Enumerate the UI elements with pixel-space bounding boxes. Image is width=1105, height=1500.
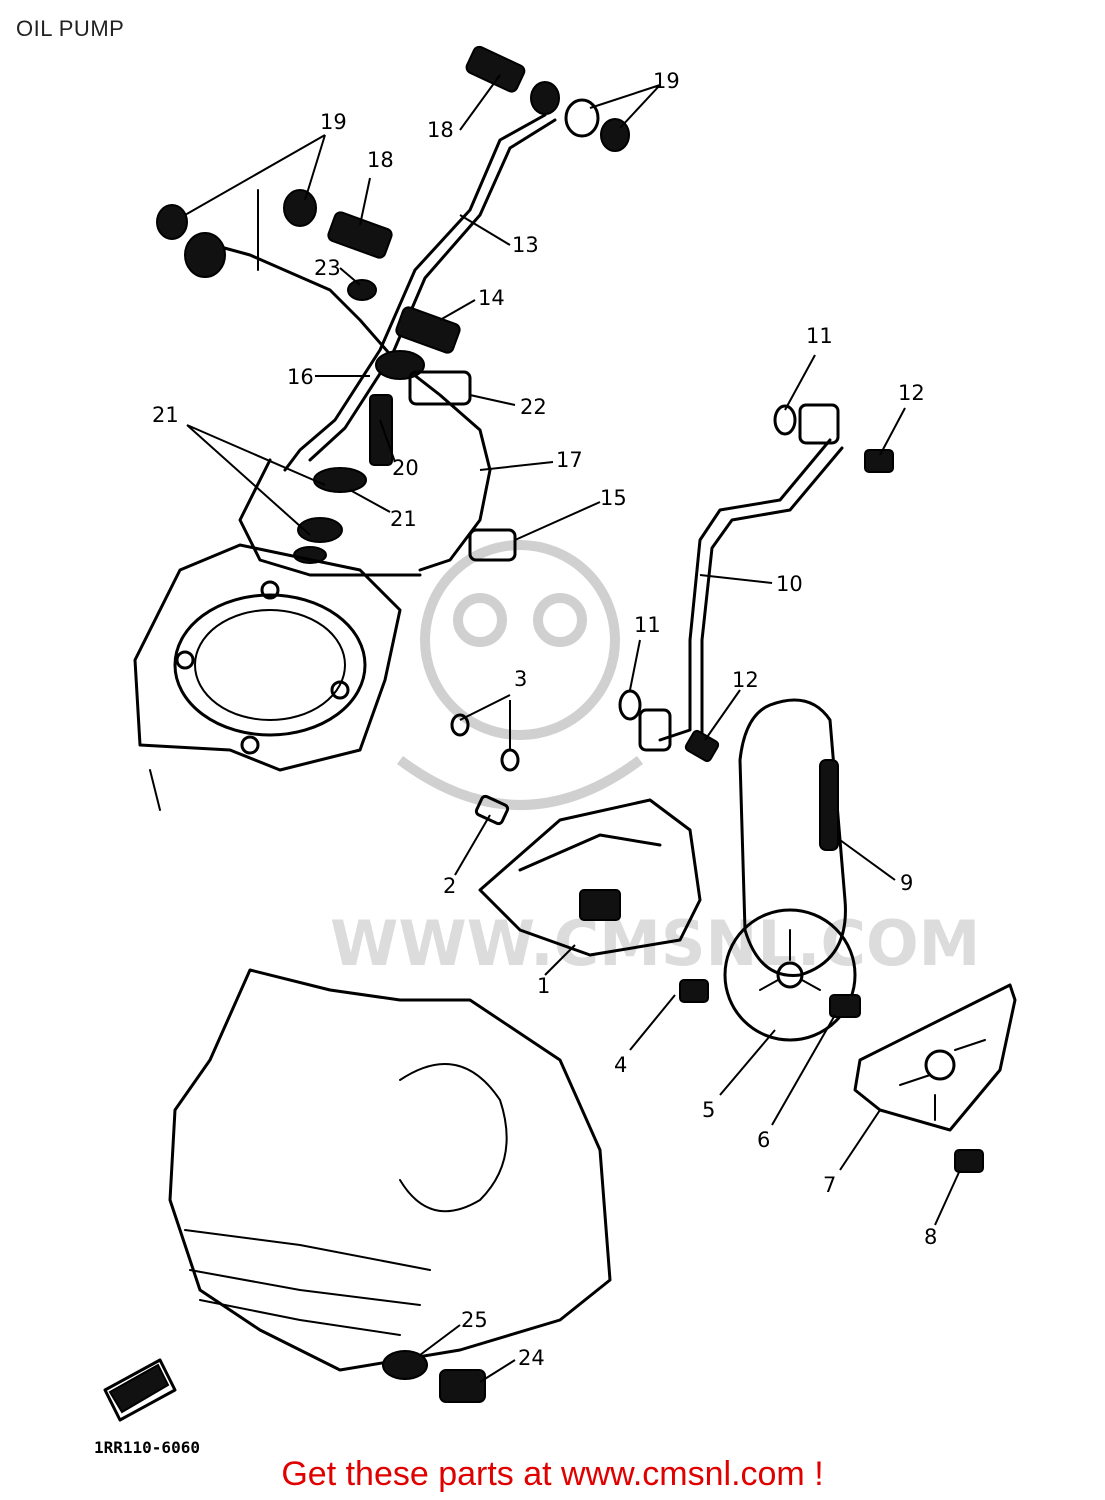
pump-sprocket — [723, 908, 861, 1042]
return-pipe — [618, 403, 894, 763]
callout-17: 17 — [556, 448, 583, 472]
callout-18a: 18 — [427, 118, 454, 142]
front-arrow-icon — [103, 1358, 177, 1422]
callout-21b: 21 — [390, 507, 417, 531]
callout-15: 15 — [600, 486, 627, 510]
cylinder-outline — [133, 543, 402, 811]
callout-7: 7 — [823, 1173, 836, 1197]
oil-pump-body — [450, 713, 709, 1003]
callout-16: 16 — [287, 365, 314, 389]
callout-20: 20 — [392, 456, 419, 480]
callout-25: 25 — [461, 1308, 488, 1332]
callout-18b: 18 — [367, 148, 394, 172]
callout-21a: 21 — [152, 403, 179, 427]
callout-12b: 12 — [732, 668, 759, 692]
banjo-bolts-and-washers — [156, 45, 630, 564]
callout-11b: 11 — [634, 613, 661, 637]
callout-9: 9 — [900, 871, 913, 895]
callout-labels: 1 2 3 4 5 6 7 8 9 10 11 11 12 12 13 14 1… — [152, 69, 937, 1370]
callout-5: 5 — [702, 1098, 715, 1122]
oil-delivery-pipes — [193, 113, 557, 577]
callout-24: 24 — [518, 1346, 545, 1370]
callout-6: 6 — [757, 1128, 770, 1152]
footer-promo-link[interactable]: Get these parts at www.cmsnl.com ! — [281, 1455, 824, 1493]
callout-1: 1 — [537, 974, 550, 998]
callout-19a: 19 — [653, 69, 680, 93]
page-title: OIL PUMP — [16, 16, 125, 41]
callout-3: 3 — [514, 667, 527, 691]
callout-2: 2 — [443, 874, 456, 898]
callout-19b: 19 — [320, 110, 347, 134]
callout-22: 22 — [520, 395, 547, 419]
callout-23: 23 — [314, 256, 341, 280]
callout-13: 13 — [512, 233, 539, 257]
callout-12a: 12 — [898, 381, 925, 405]
callout-11a: 11 — [806, 324, 833, 348]
sprocket-cover — [853, 983, 1017, 1173]
callout-8: 8 — [924, 1225, 937, 1249]
callout-14: 14 — [478, 286, 505, 310]
crankcase-outline — [168, 968, 612, 1403]
drive-chain — [738, 698, 847, 977]
callout-10: 10 — [776, 572, 803, 596]
leader-lines — [184, 74, 961, 1383]
watermark-logo: WWW.CMSNL.COM — [330, 540, 980, 980]
callout-4: 4 — [614, 1053, 627, 1077]
diagram-code: 1RR110-6060 — [94, 1438, 200, 1457]
